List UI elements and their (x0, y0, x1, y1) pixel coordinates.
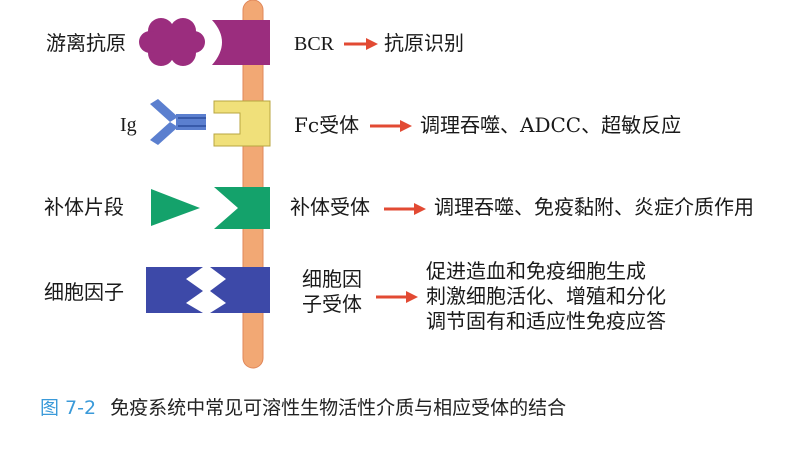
ig-antibody-shape (150, 99, 206, 145)
receptor-label-bcr: BCR (294, 33, 335, 55)
ligand-label-free-antigen: 游离抗原 (46, 31, 126, 55)
ligand-label-complement: 补体片段 (44, 195, 124, 219)
cytokine-shape (146, 267, 203, 313)
ligand-label-cytokine: 细胞因子 (44, 280, 124, 304)
receptor-label-cytokine: 细胞因 子受体 (302, 267, 362, 317)
complement-receptor-shape (214, 187, 270, 229)
function-line: 刺激细胞活化、增殖和分化 (426, 283, 666, 308)
bcr-receptor-shape (212, 20, 270, 65)
figure-caption: 图 7-2 免疫系统中常见可溶性生物活性介质与相应受体的结合 (40, 393, 566, 420)
caption-text: 免疫系统中常见可溶性生物活性介质与相应受体的结合 (110, 397, 567, 419)
receptor-label-complement: 补体受体 (290, 195, 370, 219)
function-label-row3: 调理吞噬、免疫黏附、炎症介质作用 (434, 195, 754, 219)
function-label-row1: 抗原识别 (384, 31, 464, 55)
free-antigen-shape (139, 18, 205, 66)
arrow-icon (384, 203, 426, 215)
function-label-row2: 调理吞噬、ADCC、超敏反应 (420, 113, 682, 137)
arrow-icon (370, 120, 412, 132)
arrow-icon (344, 38, 378, 50)
receptor-label-line: 细胞因 (302, 267, 362, 291)
function-line: 调节固有和适应性免疫应答 (426, 308, 666, 333)
function-line: 促进造血和免疫细胞生成 (426, 259, 646, 283)
figure-number: 图 7-2 (40, 397, 97, 419)
complement-fragment-shape (151, 189, 200, 226)
receptor-label-line: 子受体 (302, 291, 362, 316)
ligand-label-ig: Ig (120, 114, 137, 136)
arrow-icon (376, 291, 418, 303)
fc-receptor-shape (213, 100, 271, 147)
function-label-row4: 促进造血和免疫细胞生成 刺激细胞活化、增殖和分化 调节固有和适应性免疫应答 (426, 259, 666, 333)
cytokine-receptor-shape (210, 267, 270, 313)
receptor-label-fc: Fc受体 (294, 113, 360, 137)
